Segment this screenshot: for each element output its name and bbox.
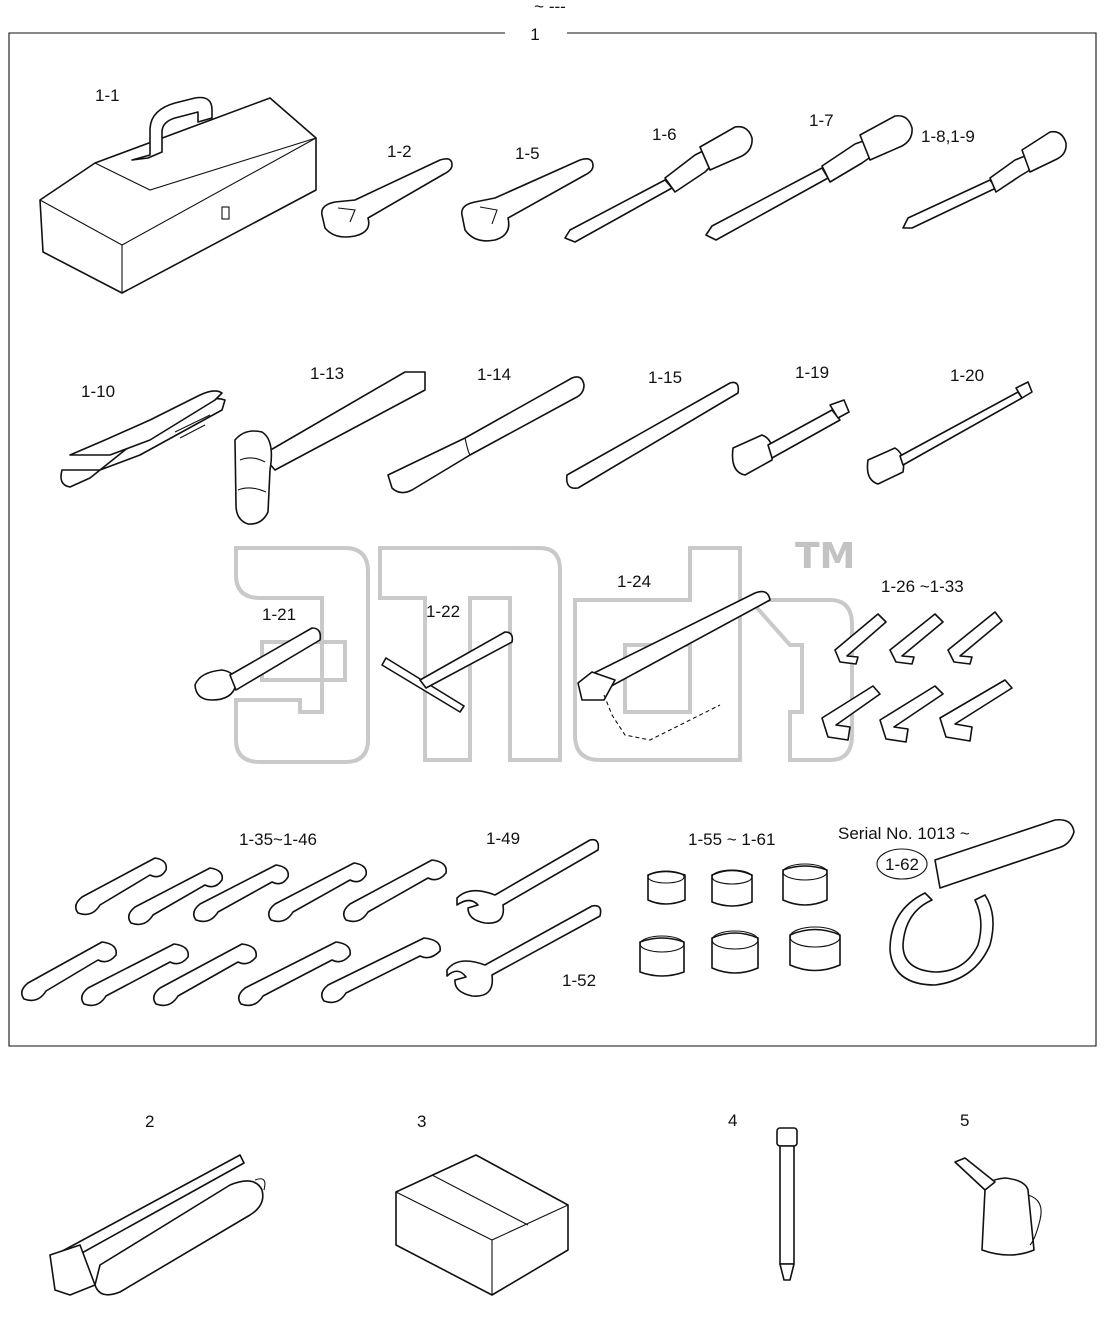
label-1-49: 1-49 xyxy=(486,829,520,848)
label-1-15: 1-15 xyxy=(648,368,682,387)
oil-can-drawing xyxy=(954,1157,1042,1256)
label-4: 4 xyxy=(728,1111,737,1130)
chain-wrench-drawing xyxy=(577,590,771,741)
box-drawing xyxy=(395,1154,569,1296)
tool-box-drawing xyxy=(39,96,317,294)
label-1-52: 1-52 xyxy=(562,971,596,990)
grease-gun-drawing xyxy=(49,1154,266,1296)
socket-extension-short-drawing xyxy=(731,399,850,476)
label-1-7: 1-7 xyxy=(809,111,834,130)
kit-frame: 1 xyxy=(8,25,1097,1047)
serial-note: Serial No. 1013 ~ xyxy=(838,824,970,843)
label-1-35-1-46: 1-35~1-46 xyxy=(239,830,317,849)
label-1-21: 1-21 xyxy=(262,605,296,624)
label-1-62-circle xyxy=(876,848,928,880)
label-1-19: 1-19 xyxy=(795,363,829,382)
spline-sockets-drawing xyxy=(639,863,841,977)
flat-screwdriver-long-drawing xyxy=(705,114,913,241)
hammer-drawing xyxy=(234,371,426,525)
phillips-screwdriver-drawing xyxy=(902,130,1067,229)
label-1-10: 1-10 xyxy=(81,382,115,401)
label-1-8-1-9: 1-8,1-9 xyxy=(921,127,975,146)
label-1-2: 1-2 xyxy=(387,142,412,161)
ratchet-handle-drawing xyxy=(194,627,322,701)
pliers-drawing xyxy=(60,390,226,488)
rod-drawing xyxy=(565,381,740,490)
adjustable-wrench-drawing xyxy=(460,158,594,242)
t-handle-wrench-drawing xyxy=(381,631,514,713)
hex-keys-drawing xyxy=(821,611,1013,743)
single-end-wrench-drawing xyxy=(456,838,600,924)
open-end-wrenches-drawing xyxy=(20,857,448,1007)
adjustable-wrench-small-drawing xyxy=(320,158,453,238)
label-1-20: 1-20 xyxy=(950,366,984,385)
header-mark: ~ --- xyxy=(534,0,566,16)
label-1-24: 1-24 xyxy=(617,572,651,591)
label-1-26-1-33: 1-26 ~1-33 xyxy=(881,577,964,596)
socket-extension-long-drawing xyxy=(866,381,1033,485)
item-labels: 1-1 1-2 1-5 1-6 1-7 1-8,1-9 1-10 1-13 1-… xyxy=(81,86,984,1131)
label-1-6: 1-6 xyxy=(652,125,677,144)
label-5: 5 xyxy=(960,1111,969,1130)
label-1-55-1-61: 1-55 ~ 1-61 xyxy=(688,830,775,849)
group-label: 1 xyxy=(530,25,539,44)
label-2: 2 xyxy=(145,1112,154,1131)
bar-drawing xyxy=(387,376,585,494)
single-end-wrench-large-drawing xyxy=(446,904,602,997)
label-1-22: 1-22 xyxy=(426,602,460,621)
label-1-14: 1-14 xyxy=(477,365,511,384)
watermark-logo: TM xyxy=(234,536,855,764)
flat-screwdriver-drawing xyxy=(564,125,753,243)
label-3: 3 xyxy=(417,1112,426,1131)
filter-strap-wrench-drawing xyxy=(889,818,1075,986)
grease-nozzle-drawing xyxy=(776,1127,798,1281)
label-1-1: 1-1 xyxy=(95,86,120,105)
label-1-5: 1-5 xyxy=(515,144,540,163)
label-1-62: 1-62 xyxy=(885,855,919,874)
watermark-trademark: TM xyxy=(795,536,855,577)
label-1-13: 1-13 xyxy=(310,364,344,383)
